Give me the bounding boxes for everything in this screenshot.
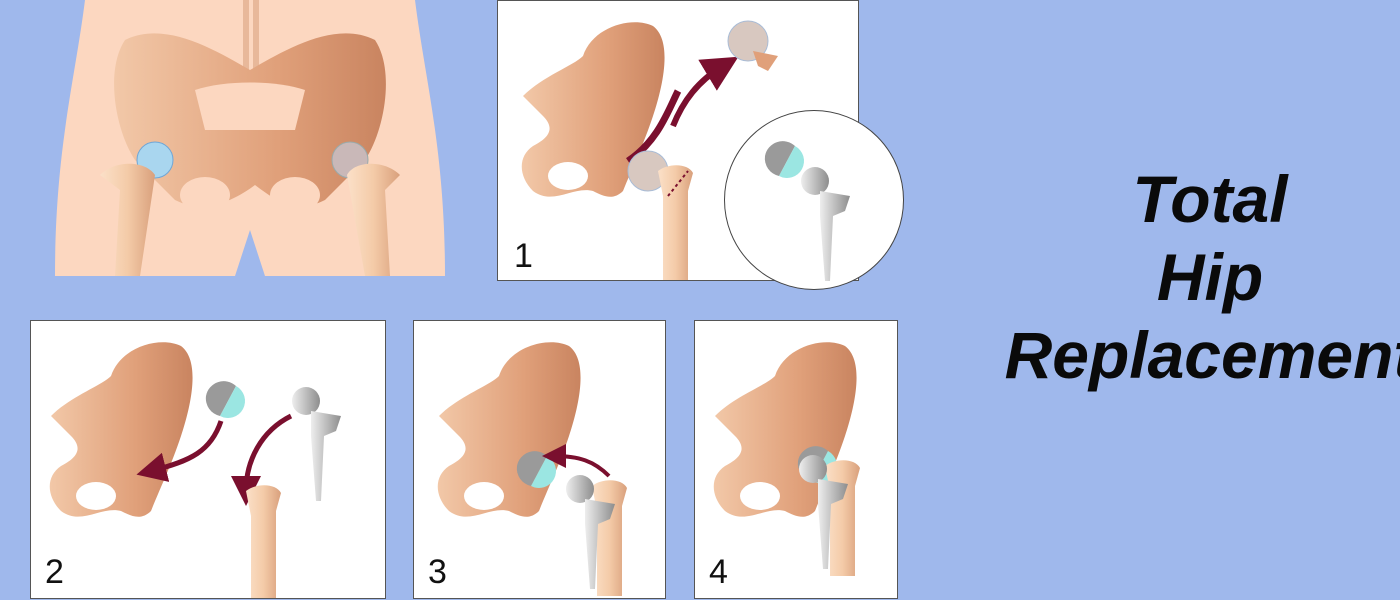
- title-line: Total: [1132, 162, 1288, 236]
- step-2-panel: 2: [30, 320, 386, 599]
- page-title: Total Hip Replacement: [1000, 160, 1400, 394]
- step-number: 1: [514, 237, 533, 275]
- step-number: 3: [428, 553, 447, 591]
- step-4-panel: 4: [694, 320, 898, 599]
- title-line: Replacement: [1004, 318, 1400, 392]
- title-line: Hip: [1156, 240, 1264, 314]
- step-number: 4: [709, 553, 728, 591]
- step-3-panel: 3: [413, 320, 666, 599]
- pelvis-anatomy-illustration: [55, 0, 445, 276]
- step-number: 2: [45, 553, 64, 591]
- implant-components-inset: [724, 110, 904, 290]
